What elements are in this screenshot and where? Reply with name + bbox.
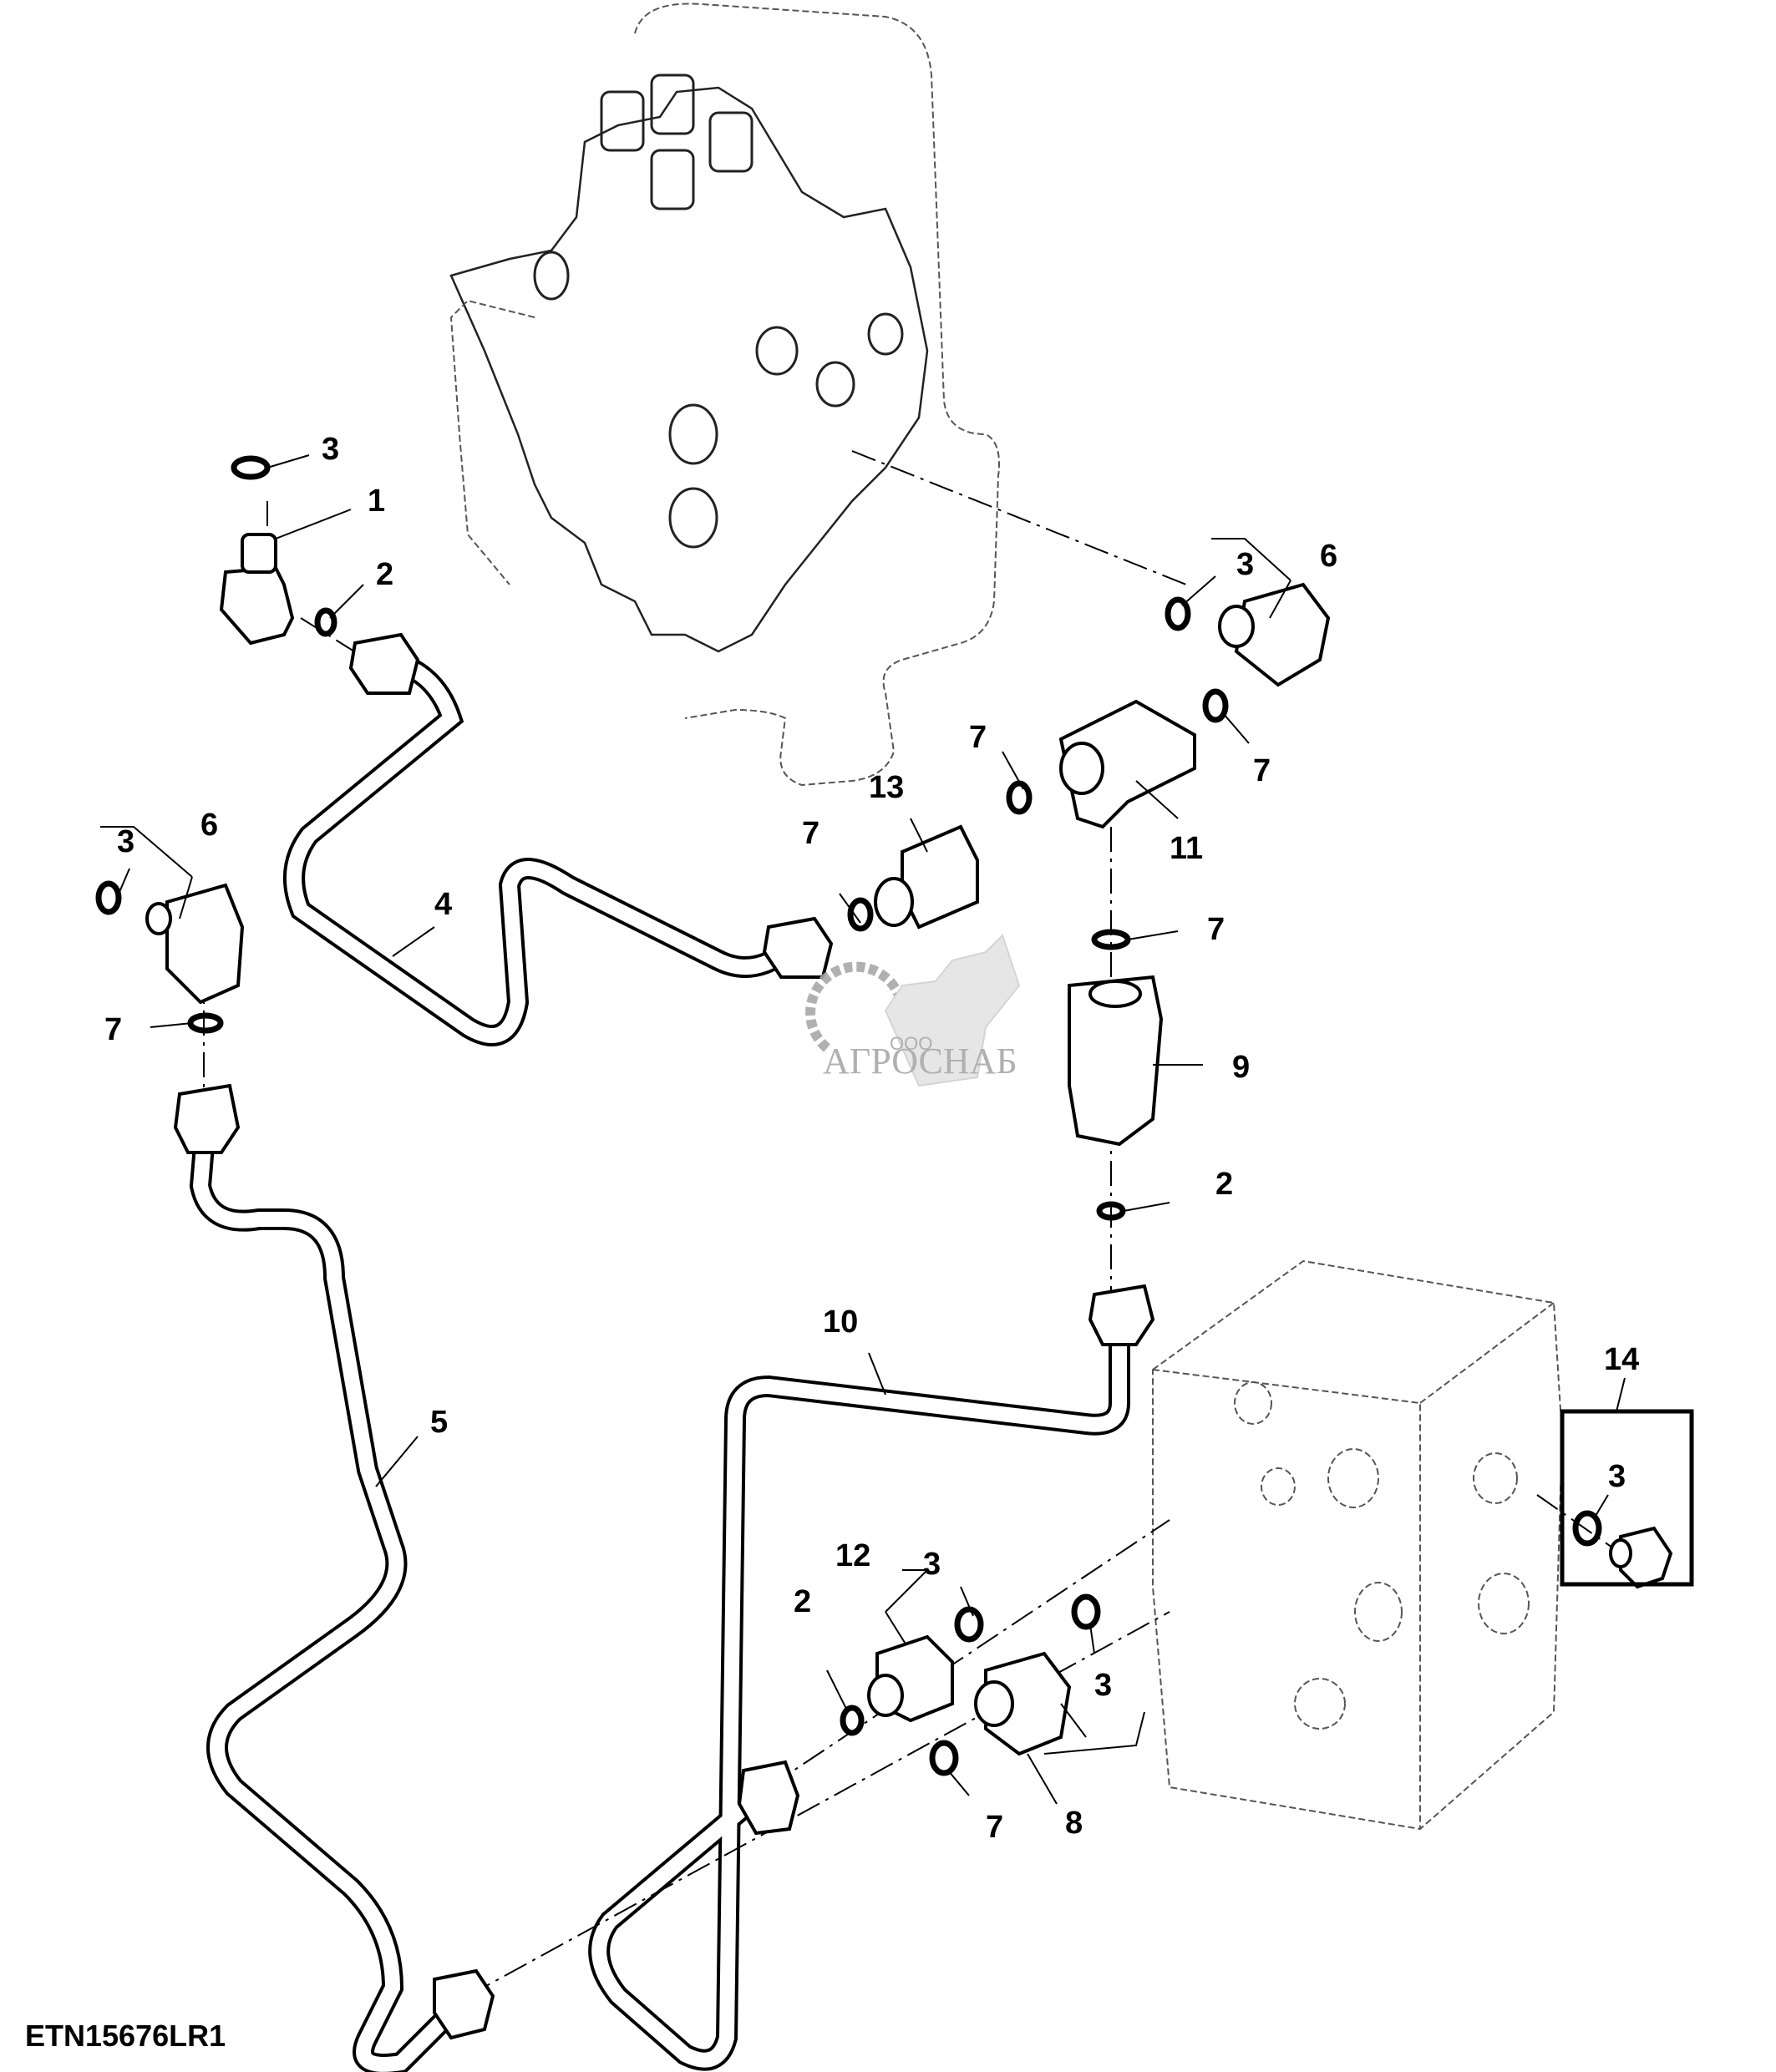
callout-7: 7 <box>104 1012 122 1047</box>
plug-14 <box>1609 1526 1673 1589</box>
callout-7: 7 <box>802 816 819 851</box>
o-ring-7d <box>1091 929 1131 950</box>
callout-1: 1 <box>368 484 385 519</box>
callout-3: 3 <box>923 1547 941 1582</box>
adapter-12 <box>867 1634 954 1723</box>
harvester-icon <box>884 934 1021 1087</box>
watermark-logo: ООО АГРОСНАБ <box>805 934 1021 1087</box>
o-ring-7c <box>1202 688 1229 723</box>
elbow-fitting-6-right <box>1218 582 1331 687</box>
callout-8: 8 <box>1065 1806 1083 1841</box>
callout-labels: 3 1 2 3 6 7 7 13 11 7 3 6 4 7 7 9 2 10 5… <box>104 432 1639 1845</box>
figure-id: ETN15676LR1 <box>25 2019 226 2053</box>
union-fitting-13 <box>874 824 979 930</box>
nut-tube-4-end <box>762 916 834 979</box>
callout-7: 7 <box>969 720 987 755</box>
tube-10-inner <box>591 1336 1127 2068</box>
o-ring-7a <box>1006 780 1033 815</box>
callout-5: 5 <box>430 1405 448 1440</box>
o-ring-2c <box>840 1705 865 1736</box>
callout-3: 3 <box>1236 547 1254 582</box>
callout-7: 7 <box>986 1810 1003 1845</box>
callout-3: 3 <box>1608 1459 1626 1494</box>
kit-box-14 <box>1560 1409 1694 1587</box>
o-ring-2a <box>314 607 337 637</box>
o-ring-3e <box>954 1606 984 1643</box>
o-ring-7f <box>929 1740 959 1776</box>
nut-tube-5-top <box>173 1083 241 1154</box>
o-ring-3c <box>1165 596 1191 631</box>
callout-4: 4 <box>434 887 452 922</box>
leader-lines <box>100 454 1626 1805</box>
o-ring-2b <box>1096 1201 1126 1221</box>
callout-2: 2 <box>794 1584 811 1619</box>
gear-icon <box>805 961 908 1052</box>
callout-7: 7 <box>1253 753 1271 788</box>
nut-tube-5-end <box>433 1968 495 2040</box>
callout-2: 2 <box>376 557 393 592</box>
callout-14: 14 <box>1604 1342 1639 1377</box>
callout-6: 6 <box>200 808 218 843</box>
check-valve-9 <box>1068 975 1164 1147</box>
callout-6: 6 <box>1320 539 1337 574</box>
watermark-name: АГРОСНАБ <box>823 1041 1017 1082</box>
nut-tube-10-top <box>1088 1284 1155 1346</box>
tube-4 <box>283 649 792 1046</box>
o-ring-3f <box>1071 1593 1101 1630</box>
o-ring-3d <box>1572 1510 1602 1547</box>
callout-3: 3 <box>322 432 339 467</box>
tube-4-inner <box>287 652 790 1043</box>
nut-tube-4-top <box>348 632 420 695</box>
callout-3: 3 <box>1094 1668 1112 1703</box>
callout-13: 13 <box>869 770 904 805</box>
o-ring-3b <box>95 880 122 915</box>
manifold-block <box>1152 1259 1564 1831</box>
callout-9: 9 <box>1232 1050 1250 1085</box>
tubes <box>189 649 1130 2072</box>
tube-5-inner <box>192 1135 474 2072</box>
tee-fitting-11 <box>1058 699 1196 829</box>
watermark-prefix: ООО <box>890 1033 932 1054</box>
callout-10: 10 <box>823 1304 858 1340</box>
adapter-8 <box>974 1651 1072 1756</box>
elbow-fitting-1 <box>219 533 295 646</box>
elbow-fitting-6-left <box>145 883 245 1005</box>
callout-12: 12 <box>835 1538 870 1573</box>
callout-2: 2 <box>1215 1167 1233 1202</box>
nut-tube-10-end <box>737 1760 800 1836</box>
control-valve-assembly <box>449 3 1000 787</box>
fittings <box>95 455 1673 2040</box>
o-ring-7b <box>847 897 874 932</box>
callout-11: 11 <box>1170 831 1203 866</box>
callout-7: 7 <box>1207 912 1225 947</box>
o-ring-3a <box>231 455 271 480</box>
callout-3: 3 <box>117 824 134 859</box>
o-ring-7e <box>187 1012 224 1034</box>
